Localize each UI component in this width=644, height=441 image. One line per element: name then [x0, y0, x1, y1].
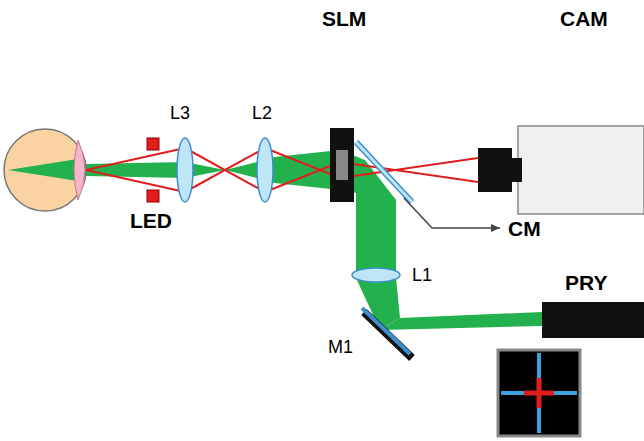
sensor-image	[498, 350, 580, 436]
camera	[478, 126, 644, 214]
pyramid-sensor	[542, 302, 644, 338]
lens	[177, 138, 193, 202]
eye	[4, 129, 86, 211]
red-beam	[86, 148, 478, 192]
green-beam	[8, 150, 542, 330]
slm	[330, 128, 354, 202]
part-label: SLM	[322, 8, 366, 29]
cold-mirror	[356, 142, 412, 202]
component-label: L2	[252, 104, 272, 122]
cold-mirror	[356, 142, 412, 202]
led-square	[147, 138, 159, 150]
lens	[352, 268, 400, 282]
mirror	[362, 308, 412, 358]
component-label: M1	[328, 338, 353, 356]
part-label: PRY	[565, 272, 607, 293]
led-square	[147, 190, 159, 202]
leader-arrow	[404, 198, 500, 228]
component-label: L3	[170, 104, 190, 122]
lens	[257, 138, 273, 202]
component-label: L1	[412, 266, 432, 284]
part-label: CM	[508, 218, 541, 239]
part-label: CAM	[560, 8, 608, 29]
part-label: LED	[130, 210, 172, 231]
